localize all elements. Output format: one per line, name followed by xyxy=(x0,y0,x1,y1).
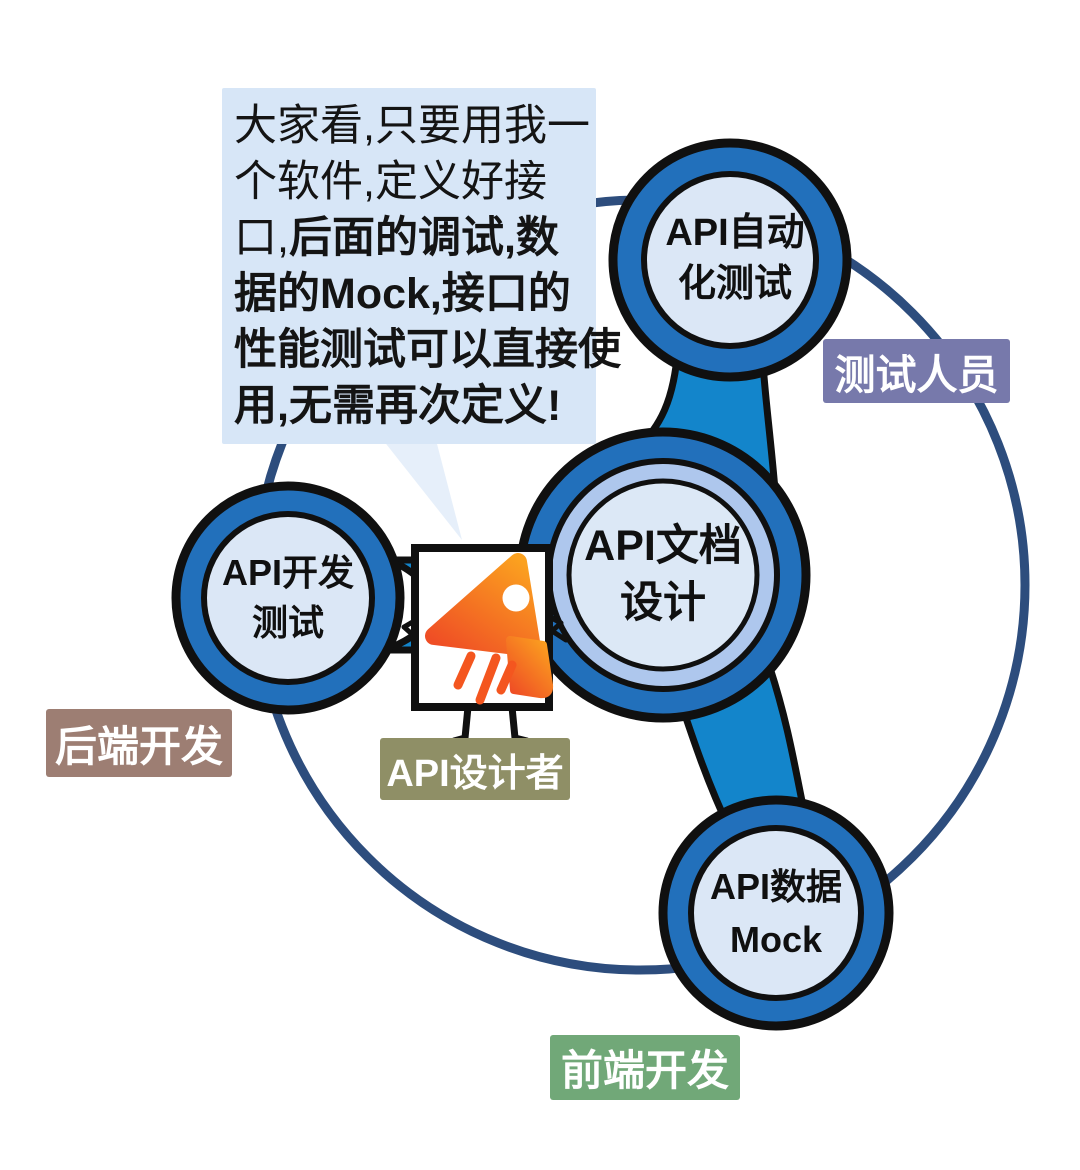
node-center-label-line1: API文档 xyxy=(584,522,742,570)
node-left-label-line2: 测试 xyxy=(251,602,324,643)
speech-bubble-tail xyxy=(383,440,462,540)
mascot-left-arm-icon xyxy=(397,617,419,647)
rocket-logo-icon xyxy=(425,553,554,705)
node-bottom-label: API数据 Mock xyxy=(666,860,886,966)
bubble-line: 个软件,定义好接 xyxy=(234,154,588,210)
bubble-text: 个软件,定义好接 xyxy=(234,158,547,206)
bubble-text-bold: 性能测试可以直接使 xyxy=(234,326,621,374)
bubble-text-bold: 据的Mock,接口的 xyxy=(234,270,571,318)
node-top-circle xyxy=(608,138,852,382)
bubble-line: 据的Mock,接口的 xyxy=(234,266,588,322)
badge-backend: 后端开发 xyxy=(46,709,232,777)
node-left-label: API开发 测试 xyxy=(178,548,398,648)
badge-tester: 测试人员 xyxy=(823,339,1010,403)
mascot-right-leg-icon xyxy=(508,703,531,745)
node-bottom-label-line1: API数据 xyxy=(709,866,842,907)
bubble-line: 性能测试可以直接使 xyxy=(234,322,621,378)
bubble-text: 大家看,只要用我一 xyxy=(234,102,590,150)
bubble-text: 口, xyxy=(234,214,289,262)
speech-bubble: 大家看,只要用我一 个软件,定义好接 口,后面的调试,数 据的Mock,接口的 … xyxy=(222,88,621,444)
speed-lines-icon xyxy=(453,651,517,705)
bubble-line: 用,无需再次定义! xyxy=(234,378,588,434)
node-center-label-line2: 设计 xyxy=(620,579,706,627)
node-left-circle xyxy=(171,481,405,715)
node-top-label-line2: 化测试 xyxy=(677,263,792,305)
node-center-label: API文档 设计 xyxy=(528,518,798,632)
bubble-line: 大家看,只要用我一 xyxy=(234,98,590,154)
mascot-right-arm-icon xyxy=(545,613,569,643)
node-left-label-line1: API开发 xyxy=(221,552,354,593)
mascot-left-leg-icon xyxy=(450,703,472,745)
node-top-label: API自动 化测试 xyxy=(615,208,855,310)
node-center-circle xyxy=(515,427,811,723)
bubble-text-bold: 用,无需再次定义! xyxy=(234,382,562,430)
badge-frontend: 前端开发 xyxy=(550,1035,740,1100)
node-bottom-label-line2: Mock xyxy=(729,919,823,960)
badge-designer: API设计者 xyxy=(380,738,570,800)
node-bottom-circle xyxy=(658,795,894,1031)
bubble-line: 口,后面的调试,数 xyxy=(234,210,588,266)
bubble-text-bold: 后面的调试,数 xyxy=(288,214,559,262)
node-top-label-line1: API自动 xyxy=(665,212,805,254)
